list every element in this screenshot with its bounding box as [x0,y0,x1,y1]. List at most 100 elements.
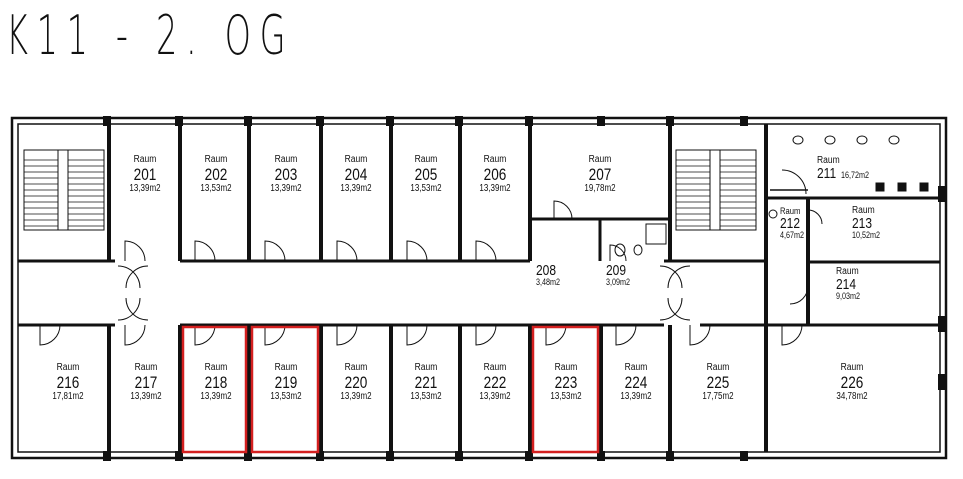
room-number: 223 [554,373,578,392]
room-number: 220 [344,373,368,392]
room-area: 17,81m2 [52,391,84,402]
room-number: 209 [606,262,627,279]
corridor-door [117,265,141,321]
outer-wall-inner [17,123,941,453]
room-area: 13,53m2 [550,391,582,402]
door-swing [406,324,428,346]
room-number: 202 [204,165,228,184]
room-area: 13,39m2 [620,391,652,402]
door-swing [406,240,428,262]
room-label: Raum [706,362,730,373]
wc-fixture [824,135,836,145]
door-swing [475,324,497,346]
room-area: 17,75m2 [702,391,734,402]
room-201[interactable]: Raum 201 13,39m2 [126,155,165,194]
room-220[interactable]: Raum 220 13,39m2 [337,363,376,402]
room-223[interactable]: Raum 223 13,53m2 [547,363,586,402]
room-204[interactable]: Raum 204 13,39m2 [337,155,376,194]
room-208[interactable]: 208 3,48m2 [536,263,566,287]
door-swing [124,324,146,346]
room-area: 16,72m2 [840,170,869,180]
door-swing [553,200,573,220]
room-area: 13,39m2 [340,183,372,194]
room-number: 221 [414,373,438,392]
door-swing [545,324,567,346]
room-area: 9,03m2 [836,291,861,301]
room-number: 207 [588,165,612,184]
room-202[interactable]: Raum 202 13,53m2 [197,155,236,194]
door-swing [781,324,803,346]
highlight-room-219 [250,325,320,454]
room-214[interactable]: Raum 214 9,03m2 [836,267,866,301]
sink-fixture [919,182,929,192]
highlight-room-218 [181,325,248,454]
door-swing [336,240,358,262]
door-swing [609,244,627,262]
sink-fixture [875,182,885,192]
door-swing [475,240,497,262]
room-205[interactable]: Raum 205 13,53m2 [407,155,446,194]
room-number: 219 [274,373,298,392]
room-number: 214 [836,276,857,293]
room-area: 13,39m2 [270,183,302,194]
room-label: Raum [554,362,578,373]
room-area: 4,67m2 [780,230,805,240]
room-206[interactable]: Raum 206 13,39m2 [476,155,515,194]
room-area: 3,48m2 [536,277,561,287]
room-222[interactable]: Raum 222 13,39m2 [476,363,515,402]
room-area: 13,53m2 [410,391,442,402]
door-swing [39,324,61,346]
room-label: Raum [483,154,507,165]
room-label: Raum [344,154,368,165]
room-211[interactable]: Raum 211 16,72m2 [817,156,876,182]
room-221[interactable]: Raum 221 13,53m2 [407,363,446,402]
room-number: 206 [483,165,507,184]
highlight-room-223 [531,325,600,454]
room-label: Raum [624,362,648,373]
room-209[interactable]: 209 3,09m2 [606,263,636,287]
room-212[interactable]: Raum 212 4,67m2 [780,207,810,240]
wc-fixture [888,135,900,145]
room-area: 3,09m2 [606,277,631,287]
room-number: 203 [274,165,298,184]
window-posts-top [103,116,946,461]
room-number: 226 [840,373,864,392]
room-224[interactable]: Raum 224 13,39m2 [617,363,656,402]
room-label: Raum [274,154,298,165]
sink-fixture [897,182,907,192]
room-225[interactable]: Raum 225 17,75m2 [699,363,738,402]
door-swing [264,240,286,262]
room-213[interactable]: Raum 213 10,52m2 [852,206,887,240]
plan-title: K11 - 2. OG [6,4,295,67]
room-number: 201 [133,165,157,184]
room-207[interactable]: Raum 207 19,78m2 [581,155,620,194]
room-label: Raum [414,362,438,373]
room-number: 224 [624,373,648,392]
room-number: 217 [134,373,158,392]
room-label: Raum [204,154,228,165]
room-label: Raum [852,205,875,216]
room-number: 212 [780,215,801,232]
room-203[interactable]: Raum 203 13,39m2 [267,155,306,194]
room-area: 19,78m2 [584,183,616,194]
door-swing [336,324,358,346]
room-area: 13,39m2 [340,391,372,402]
room-area: 13,53m2 [410,183,442,194]
room-219[interactable]: Raum 219 13,53m2 [267,363,306,402]
room-area: 34,78m2 [836,391,868,402]
door-swing [789,285,809,305]
room-label: Raum [133,154,157,165]
room-label: Raum [134,362,158,373]
room-226[interactable]: Raum 226 34,78m2 [833,363,872,402]
room-216[interactable]: Raum 216 17,81m2 [49,363,88,402]
door-swing [194,324,216,346]
outer-wall [10,116,948,460]
room-area: 13,39m2 [130,391,162,402]
room-217[interactable]: Raum 217 13,39m2 [127,363,166,402]
room-number: 225 [706,373,730,392]
room-label: Raum [204,362,228,373]
sink-fixture [633,244,643,256]
room-area: 13,39m2 [479,183,511,194]
room-218[interactable]: Raum 218 13,39m2 [197,363,236,402]
room-label: Raum [836,266,859,277]
